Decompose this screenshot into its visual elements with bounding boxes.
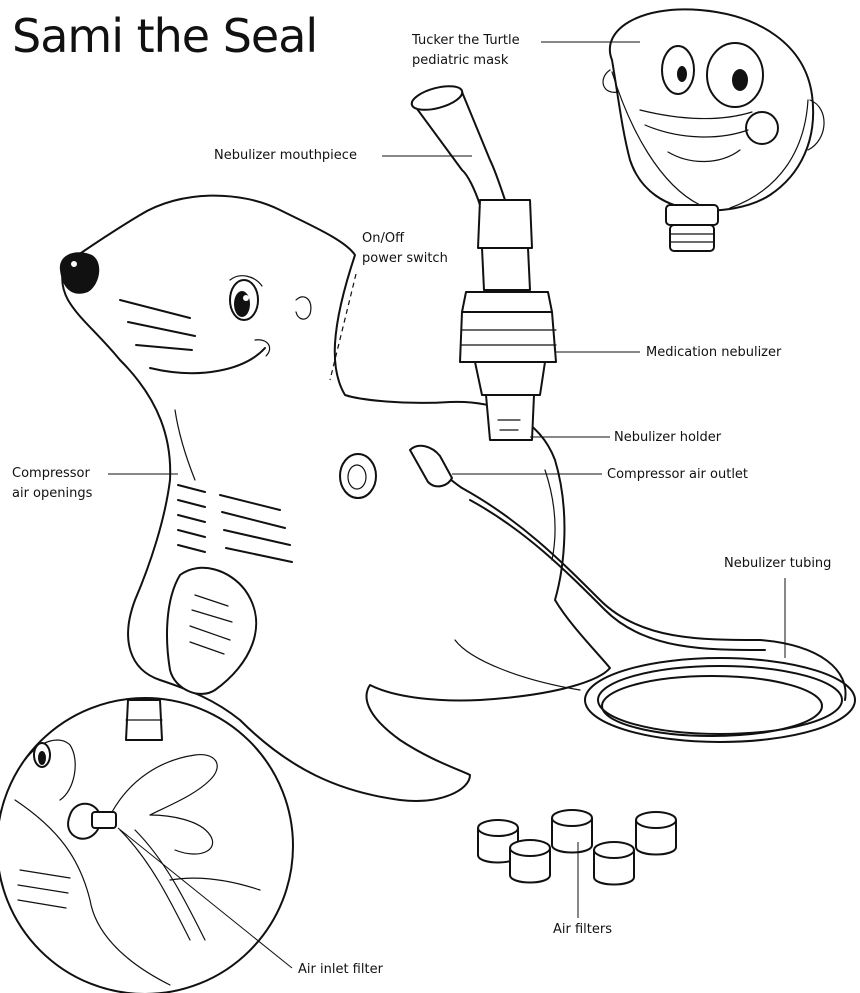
inset-detail [0, 698, 293, 993]
label-medication-nebulizer: Medication nebulizer [646, 344, 781, 361]
label-switch-line1: On/Off [362, 230, 404, 247]
filter-5 [594, 842, 634, 885]
label-mouthpiece: Nebulizer mouthpiece [214, 147, 357, 164]
label-air-outlet: Compressor air outlet [607, 466, 748, 483]
air-filters-drawing [478, 810, 676, 885]
label-inlet-filter: Air inlet filter [298, 961, 383, 978]
label-air-openings-line2: air openings [12, 485, 92, 502]
label-mask-line1: Tucker the Turtle [412, 32, 520, 49]
filter-4 [510, 840, 550, 883]
label-switch-line2: power switch [362, 250, 448, 267]
turtle-mask-drawing [603, 9, 824, 251]
filter-3 [636, 812, 676, 855]
label-tubing: Nebulizer tubing [724, 555, 831, 572]
label-nebulizer-holder: Nebulizer holder [614, 429, 721, 446]
label-air-filters: Air filters [553, 921, 612, 938]
label-mask-line2: pediatric mask [412, 52, 508, 69]
label-air-openings-line1: Compressor [12, 465, 90, 482]
filter-2 [552, 810, 592, 853]
